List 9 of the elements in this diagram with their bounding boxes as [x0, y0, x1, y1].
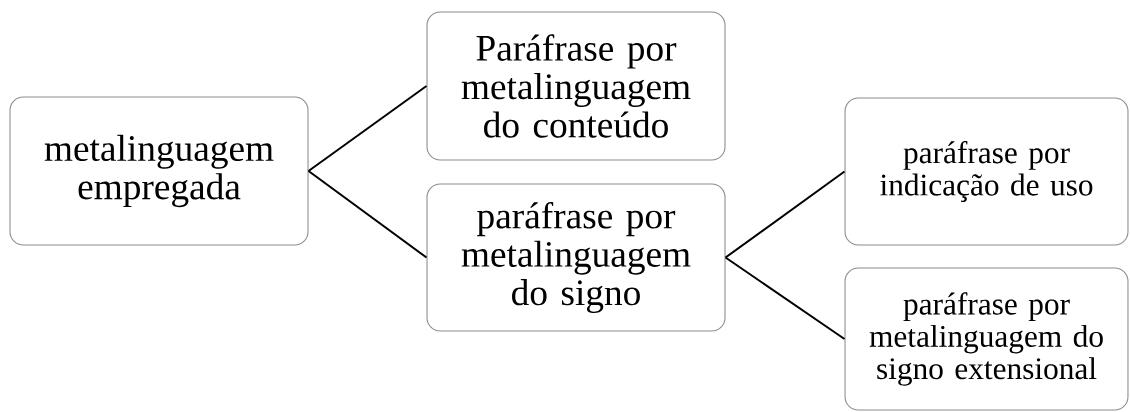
connector-line	[307, 170, 428, 259]
connector-line	[307, 85, 428, 172]
text-box: paráfrase por metalinguagem do signo	[426, 183, 726, 332]
connector-line	[724, 256, 846, 340]
text-box: paráfrase por indicação de uso	[844, 97, 1129, 246]
text-box: Paráfrase por metalinguagem do conteúdo	[426, 11, 726, 161]
connector-line	[724, 170, 846, 259]
text-box: metalinguagem empregada	[9, 96, 309, 246]
text-box: paráfrase por metalinguagem do signo extensional	[844, 267, 1129, 411]
